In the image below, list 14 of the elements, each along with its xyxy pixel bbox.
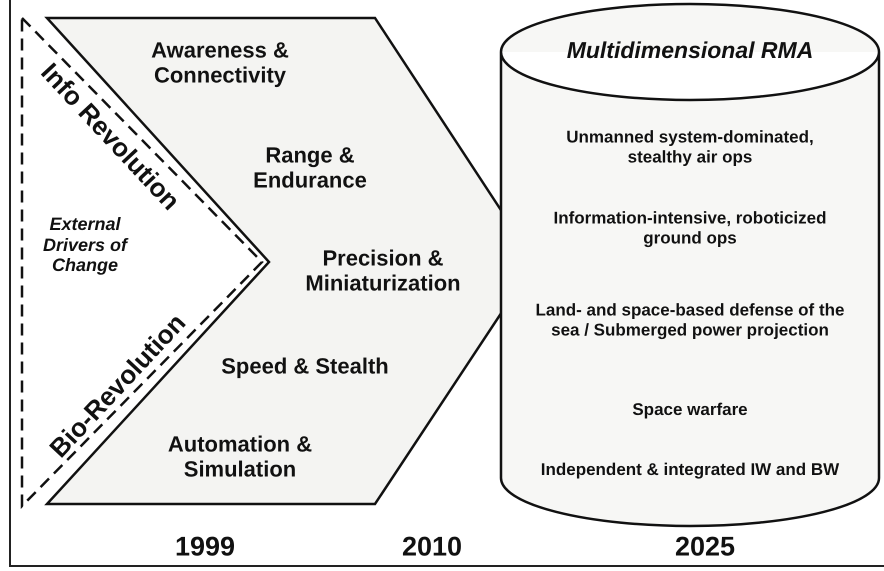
node-text: Space warfare bbox=[631, 400, 749, 420]
cylinder-title: Multidimensional RMA bbox=[566, 36, 814, 64]
node-text: Awareness & Connectivity bbox=[150, 38, 290, 88]
node-text: Range & Endurance bbox=[252, 142, 368, 194]
node-text: Precision & Miniaturization bbox=[304, 246, 462, 296]
year-label: 2025 bbox=[674, 532, 736, 562]
node-text: Unmanned system-dominated, stealthy air ops bbox=[565, 127, 815, 167]
node-text: Independent & integrated IW and BW bbox=[540, 460, 840, 480]
year-label: 1999 bbox=[174, 532, 236, 562]
driver-label: External Drivers of Change bbox=[42, 214, 130, 276]
node-text: Information-intensive, roboticized ground ops bbox=[552, 208, 828, 248]
node-text: Speed & Stealth bbox=[220, 353, 390, 379]
node-text: Land- and space-based defense of the sea / Submerged power projection bbox=[534, 300, 846, 340]
year-label: 2010 bbox=[402, 532, 462, 562]
